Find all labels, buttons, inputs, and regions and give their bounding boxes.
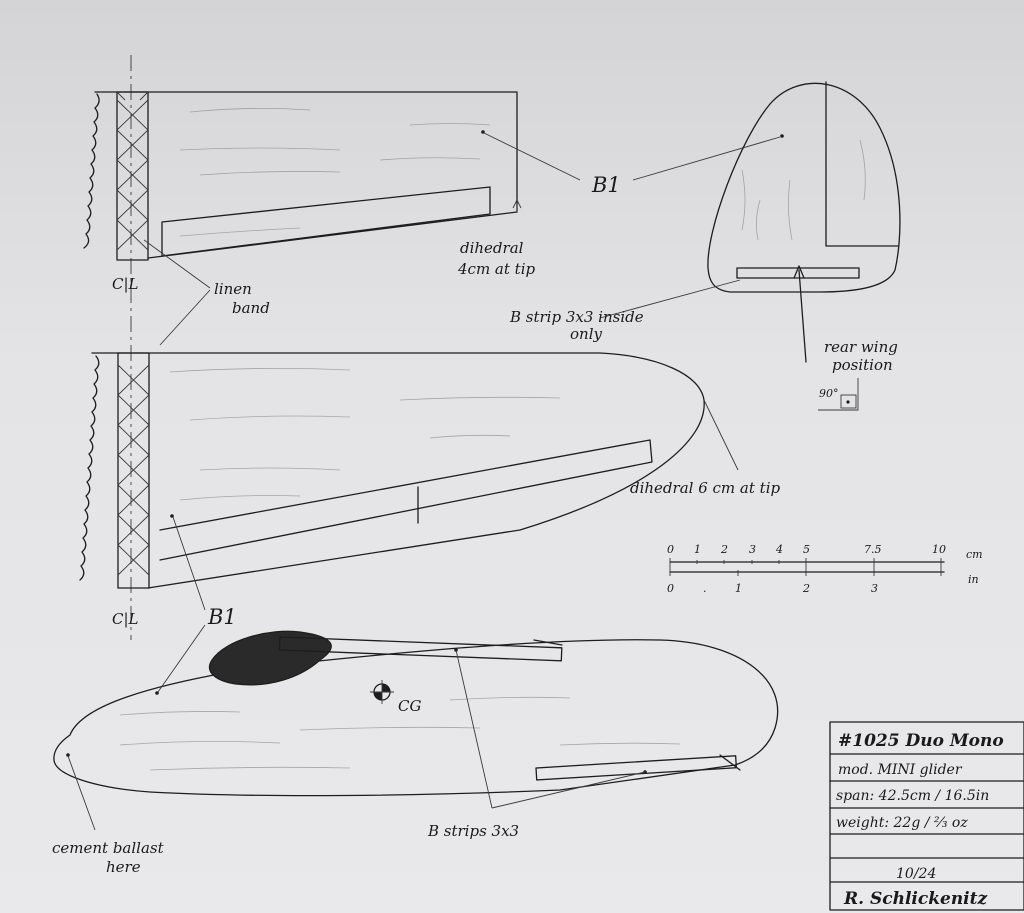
scale-in-2: 2: [802, 582, 810, 595]
b1-leader-top: [483, 132, 581, 181]
main-wing-linen-band: [117, 352, 150, 589]
scale-cm-2: 2: [720, 543, 728, 556]
label-ballast-here: here: [106, 858, 141, 876]
b-strip-top-tab: [533, 639, 563, 646]
tb-weight: weight: 22g / ⅔ oz: [836, 815, 968, 831]
label-cl-mid: C|L: [112, 610, 139, 628]
b-strip-bottom-tab: [719, 754, 741, 771]
angle-mark: [818, 378, 859, 411]
bstrips-leader-a: [455, 649, 493, 809]
fuselage-b-strip-bottom: [535, 755, 738, 781]
fin-plan: [599, 81, 901, 411]
scale-bar: [669, 558, 945, 576]
dihedral-6-leader: [703, 399, 739, 471]
scale-cm-10: 10: [932, 543, 946, 556]
b1-leader-fin: [632, 136, 781, 181]
fuselage-b1-point: [155, 691, 159, 695]
rear-wing-linen-band: [116, 91, 149, 261]
rear-wing-outline: [94, 91, 518, 259]
main-wing-break-line: [79, 355, 100, 581]
angle-square: [840, 394, 857, 409]
rear-wing-grain: [179, 108, 491, 237]
tb-span: span: 42.5cm / 16.5in: [836, 788, 989, 804]
main-wing-b1-point: [170, 514, 174, 518]
scale-in-3: 3: [871, 582, 878, 595]
rear-wing-elevator-strip: [161, 186, 491, 257]
label-cl-top: C|L: [112, 275, 139, 293]
label-position: position: [832, 356, 893, 374]
linen-leader-top: [143, 239, 211, 289]
scale-cm-1: 1: [694, 543, 701, 556]
dihedral-4-arrowhead: [512, 198, 522, 209]
scale-cm-7-5: 7.5: [864, 543, 882, 556]
label-only: only: [570, 325, 602, 343]
main-wing-half-plan: [79, 352, 739, 611]
scale-in-dot: .: [703, 582, 707, 595]
label-band: band: [232, 299, 270, 317]
main-wing-hatch: [117, 364, 150, 576]
angle-dot: [846, 400, 850, 404]
tb-date: 10/24: [896, 866, 936, 882]
label-bstrip-inside: B strip 3x3 inside: [509, 308, 644, 326]
linen-leader-mid: [159, 289, 211, 346]
scale-cm-unit: cm: [966, 548, 983, 561]
bstrips-leader-b: [491, 771, 646, 809]
label-cg: CG: [398, 697, 421, 715]
scale-cm-0: 0: [667, 543, 674, 556]
label-dihedral-4a: dihedral: [460, 239, 524, 257]
tb-type: mod. MINI glider: [838, 762, 963, 778]
label-dihedral-6: dihedral 6 cm at tip: [630, 479, 780, 497]
cg-symbol: [370, 680, 394, 704]
label-b1-top: B1: [591, 173, 621, 197]
label-dihedral-4b: 4cm at tip: [457, 260, 536, 278]
rear-wing-position-arrowhead: [793, 265, 805, 279]
label-angle: 90°: [819, 387, 839, 400]
label-bstrips: B strips 3x3: [427, 822, 519, 840]
main-wing-aileron-strip: [159, 439, 653, 561]
scale-in-0: 0: [667, 582, 674, 595]
fuselage-grain: [119, 696, 681, 771]
main-wing-grain: [169, 368, 561, 501]
label-rear-wing: rear wing: [824, 338, 898, 356]
rear-wing-position-arrow: [798, 269, 807, 363]
fin-rudder-line: [825, 81, 899, 247]
title-block: [829, 721, 1024, 911]
scale-in-1: 1: [735, 582, 742, 595]
fuselage-plan: [53, 624, 779, 831]
ballast-point: [66, 753, 70, 757]
scale-in-unit: in: [968, 573, 979, 586]
bstrip-inside-leader: [599, 279, 741, 319]
rear-wing-half-plan: [83, 55, 781, 640]
main-wing-outline: [91, 352, 705, 589]
rear-wing-hatch: [116, 91, 149, 251]
fin-b1-point: [780, 134, 784, 138]
fin-outline: [707, 82, 901, 293]
ballast-leader: [67, 755, 96, 831]
b1-leader-mid: [172, 516, 206, 611]
label-linen: linen: [214, 280, 252, 298]
tb-model: #1025 Duo Mono: [838, 731, 1004, 751]
rear-wing-b1-point: [481, 130, 485, 134]
label-b1-mid: B1: [207, 605, 237, 629]
scale-cm-3: 3: [749, 543, 756, 556]
b1-leader-bottom: [157, 624, 206, 693]
rear-wing-break-line: [83, 93, 100, 249]
fuselage-b-strip-top: [278, 636, 563, 662]
fin-grain: [741, 139, 866, 241]
scale-cm-4: 4: [775, 543, 783, 556]
cement-ballast-pod: [208, 630, 332, 686]
label-ballast: cement ballast: [52, 839, 165, 857]
tb-author-signature: R. Schlickenitz: [843, 889, 987, 909]
title-block-frame: [829, 721, 1024, 911]
scale-cm-5: 5: [803, 543, 810, 556]
